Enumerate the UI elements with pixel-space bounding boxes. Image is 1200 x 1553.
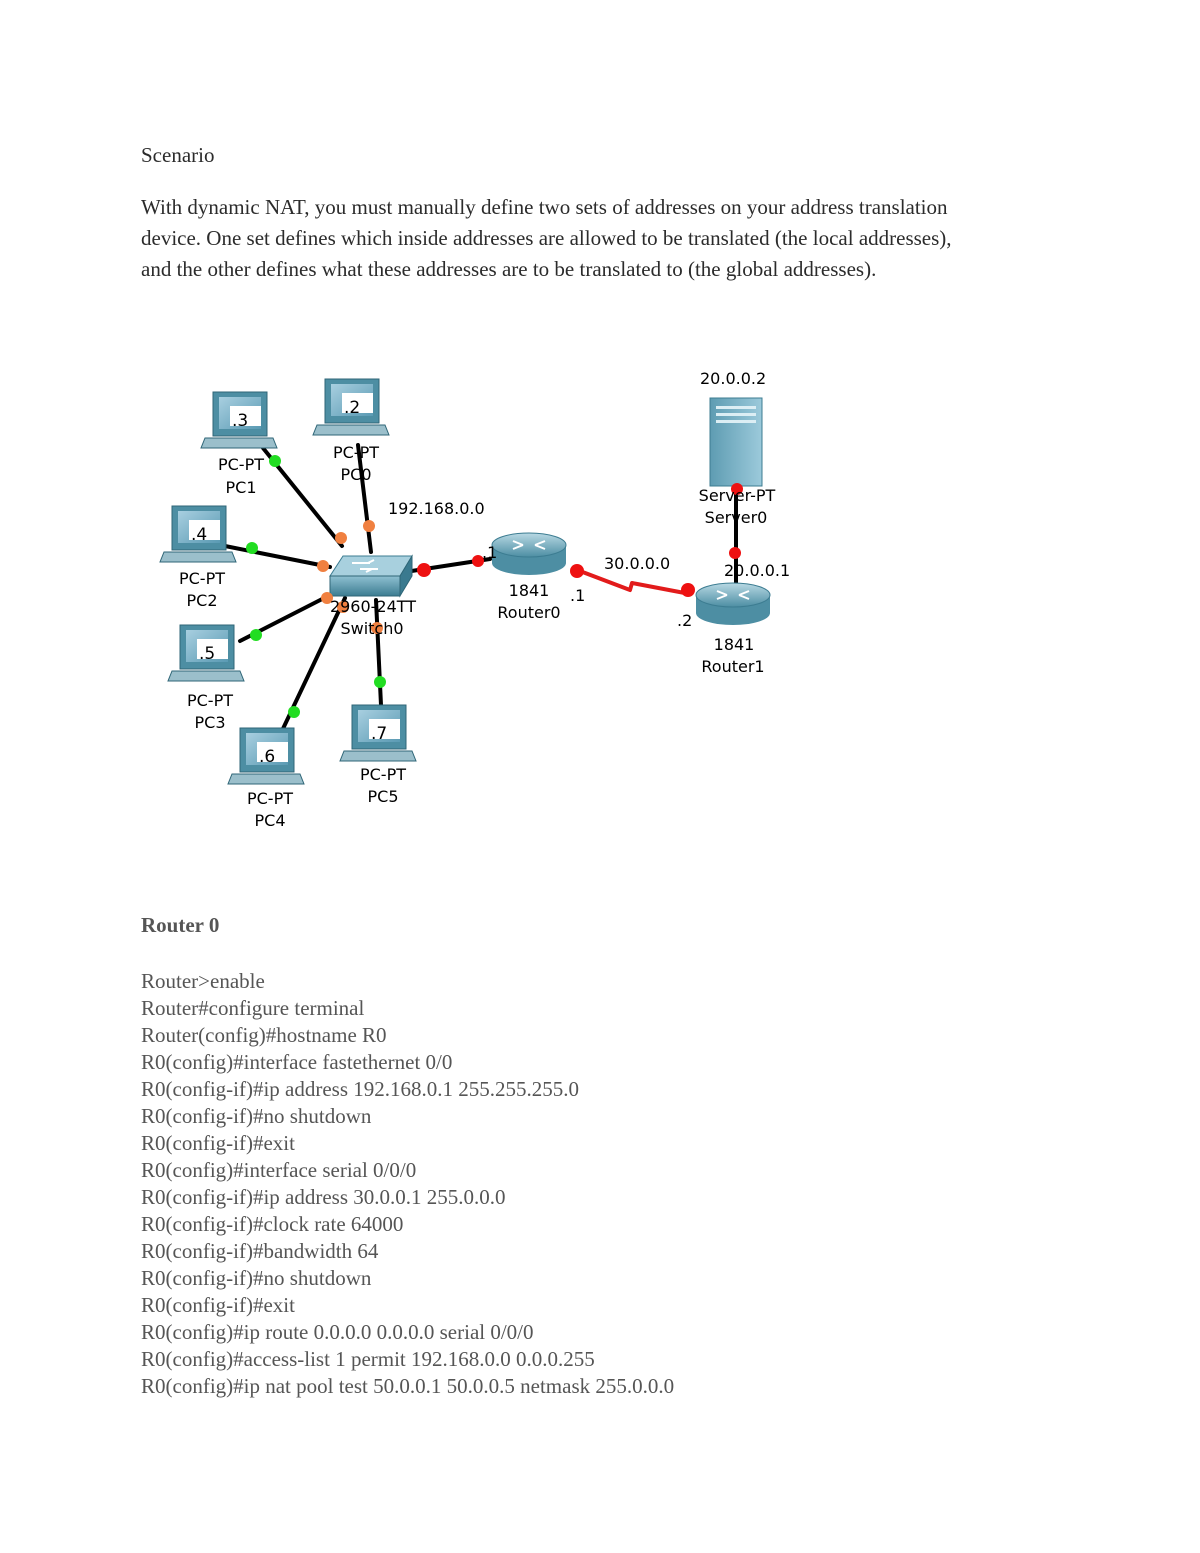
pc-host-ip: .5 [199, 644, 215, 664]
router-name-label: Router0 [497, 603, 560, 622]
router-icon [695, 582, 771, 625]
command-listing: Router>enable Router#configure terminal … [141, 968, 674, 1400]
port-dot-wait [335, 532, 347, 544]
port-status-dots [246, 455, 743, 718]
server-name-label: Server0 [705, 508, 768, 527]
command-line: R0(config-if)#ip address 192.168.0.1 255… [141, 1077, 580, 1101]
pc-name-label: PC2 [187, 591, 218, 610]
command-line: R0(config)#ip route 0.0.0.0 0.0.0.0 seri… [141, 1320, 534, 1344]
command-line: R0(config)#interface serial 0/0/0 [141, 1158, 417, 1182]
pc-name-label: PC1 [226, 478, 257, 497]
command-line: R0(config-if)#clock rate 64000 [141, 1212, 404, 1236]
pc-type-label: PC-PT [333, 443, 379, 462]
pc-type-label: PC-PT [360, 765, 406, 784]
command-line: R0(config-if)#ip address 30.0.0.1 255.0.… [141, 1185, 506, 1209]
server-icon [709, 397, 763, 487]
pc-icon [227, 727, 305, 785]
pc-type-label: PC-PT [247, 789, 293, 808]
command-line: Router(config)#hostname R0 [141, 1023, 387, 1047]
network-topology-diagram: .3 .2 .4 .5 .6 .7 PC-PT PC1 PC-PT PC0 PC… [159, 369, 790, 830]
switch-icon [329, 554, 413, 598]
router-section-title: Router 0 [141, 913, 220, 937]
router-model-label: 1841 [714, 635, 755, 654]
switch-model-label: 2960-24TT [330, 597, 416, 616]
port-dot-down [472, 555, 484, 567]
command-line: R0(config)#interface fastethernet 0/0 [141, 1050, 453, 1074]
command-line: R0(config-if)#no shutdown [141, 1266, 372, 1290]
pc-host-ip: .6 [259, 747, 275, 767]
pc-type-label: PC-PT [218, 455, 264, 474]
command-line: R0(config-if)#bandwidth 64 [141, 1239, 379, 1263]
router-model-label: 1841 [509, 581, 550, 600]
port-dot-up [374, 676, 386, 688]
pc-host-ip: .4 [191, 525, 207, 545]
port-dot-wait [371, 622, 383, 634]
command-line: R0(config)#ip nat pool test 50.0.0.1 50.… [141, 1374, 675, 1398]
paragraph-line: device. One set defines which inside add… [141, 226, 952, 250]
pc-host-ip: .3 [232, 411, 248, 431]
pc-icon [200, 391, 278, 449]
pc-icon [312, 378, 390, 436]
pc-type-label: PC-PT [187, 691, 233, 710]
port-dot-up [269, 455, 281, 467]
link-pc2-switch [223, 544, 332, 569]
section-heading: Scenario [141, 143, 215, 167]
pc-icon [167, 624, 245, 682]
command-line: R0(config-if)#no shutdown [141, 1104, 372, 1128]
port-dot-wait [321, 592, 333, 604]
pc-host-ip: .2 [344, 398, 360, 418]
pc-type-label: PC-PT [179, 569, 225, 588]
link-pc0-switch [356, 443, 373, 554]
server-ip-label: 20.0.0.2 [700, 369, 766, 388]
port-dot-down [681, 583, 695, 597]
port-dot-wait [363, 520, 375, 532]
port-dot-up [288, 706, 300, 718]
port-dot-down [731, 483, 743, 495]
pc-icon [159, 505, 237, 563]
pc-icon [339, 704, 417, 762]
router0-lan-ip-label: .1 [482, 543, 497, 562]
command-line: R0(config)#access-list 1 permit 192.168.… [141, 1347, 595, 1371]
port-dot-down [729, 547, 741, 559]
port-dot-wait [317, 560, 329, 572]
pc-name-label: PC4 [255, 811, 286, 830]
command-line: Router#configure terminal [141, 996, 365, 1020]
pc-host-ip: .7 [371, 724, 387, 744]
port-dot-wait [337, 601, 349, 613]
command-line: Router>enable [141, 969, 265, 993]
router-icon [491, 532, 567, 575]
paragraph-line: and the other defines what these address… [141, 257, 877, 281]
router0-wan-ip-label: .1 [570, 586, 585, 605]
router-name-label: Router1 [701, 657, 764, 676]
paragraph-line: With dynamic NAT, you must manually defi… [141, 195, 948, 219]
server-type-label: Server-PT [699, 486, 776, 505]
switch-name-label: Switch0 [340, 619, 403, 638]
command-line: R0(config-if)#exit [141, 1131, 295, 1155]
port-dot-up [250, 629, 262, 641]
port-dot-down [570, 564, 584, 578]
lan-network-label: 192.168.0.0 [388, 499, 485, 518]
router1-wan-ip-label: .2 [677, 611, 692, 630]
pc-name-label: PC0 [341, 465, 372, 484]
pc-name-label: PC5 [368, 787, 399, 806]
serial-link-router0-router1 [571, 566, 691, 596]
router1-lan-ip-label: 20.0.0.1 [724, 561, 790, 580]
port-dot-down [417, 563, 431, 577]
command-line: R0(config-if)#exit [141, 1293, 295, 1317]
pc-name-label: PC3 [195, 713, 226, 732]
port-dot-up [246, 542, 258, 554]
scenario-paragraph: With dynamic NAT, you must manually defi… [141, 192, 1081, 285]
wan-network-label: 30.0.0.0 [604, 554, 670, 573]
